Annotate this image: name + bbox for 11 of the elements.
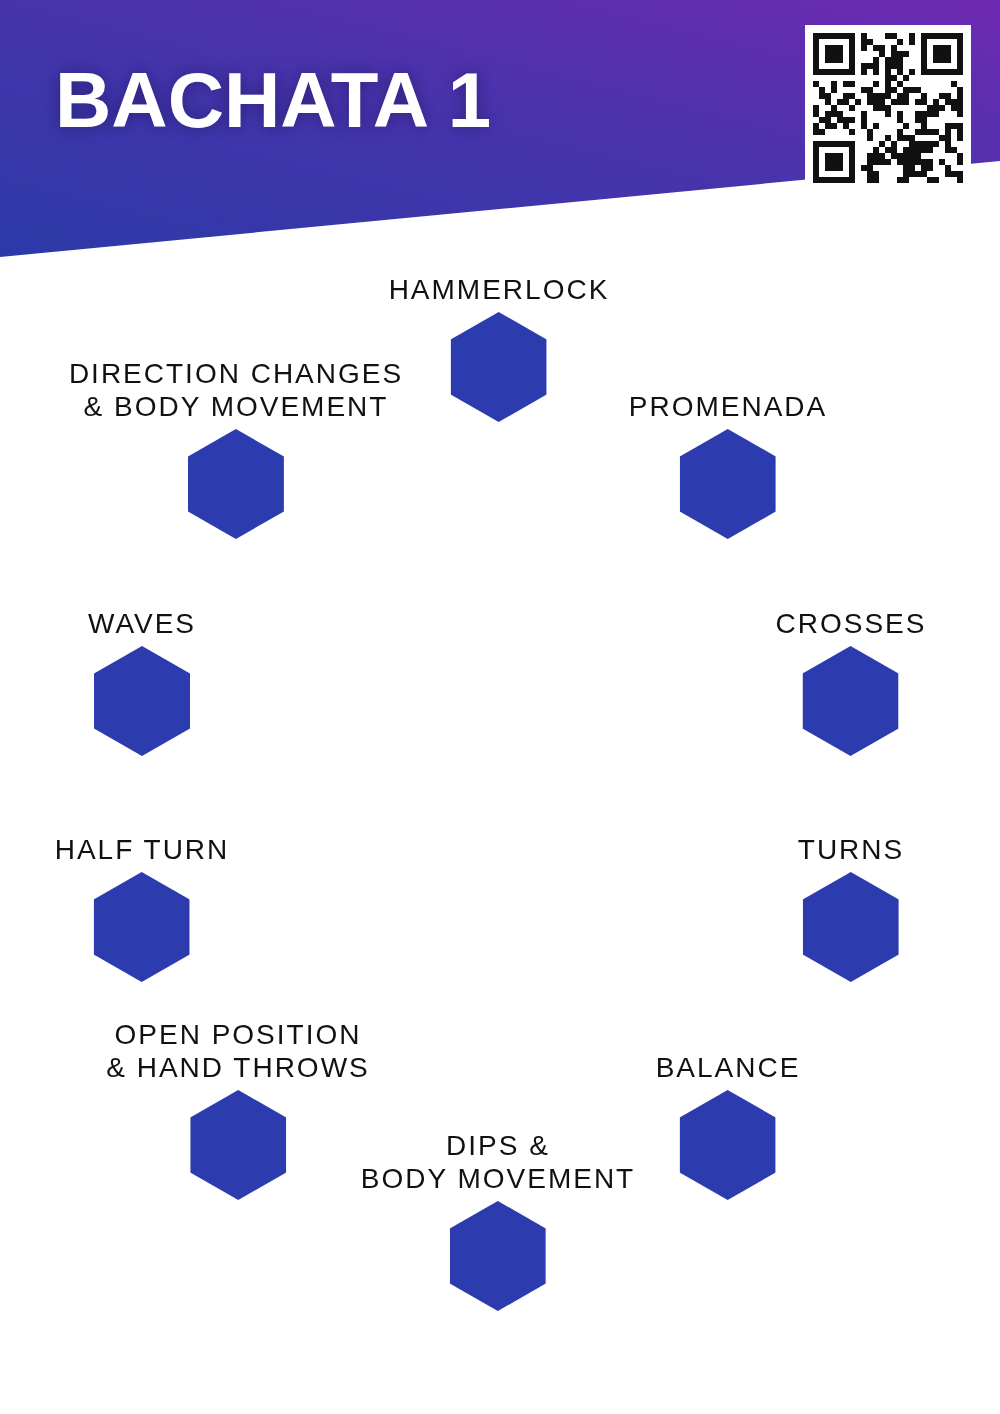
node-label: DIPS & BODY MOVEMENT: [360, 1129, 636, 1195]
node-label: CROSSES: [775, 607, 927, 640]
node-label: BALANCE: [655, 1051, 801, 1084]
node-label: HALF TURN: [54, 833, 230, 866]
node-label: DIRECTION CHANGES & BODY MOVEMENT: [68, 357, 404, 423]
title: BACHATA 1: [55, 61, 492, 139]
node-label: OPEN POSITION & HAND THROWS: [106, 1018, 370, 1084]
node-label: PROMENADA: [628, 390, 828, 423]
node-label: TURNS: [797, 833, 905, 866]
node-label: WAVES: [88, 607, 196, 640]
node-label: HAMMERLOCK: [388, 273, 610, 306]
